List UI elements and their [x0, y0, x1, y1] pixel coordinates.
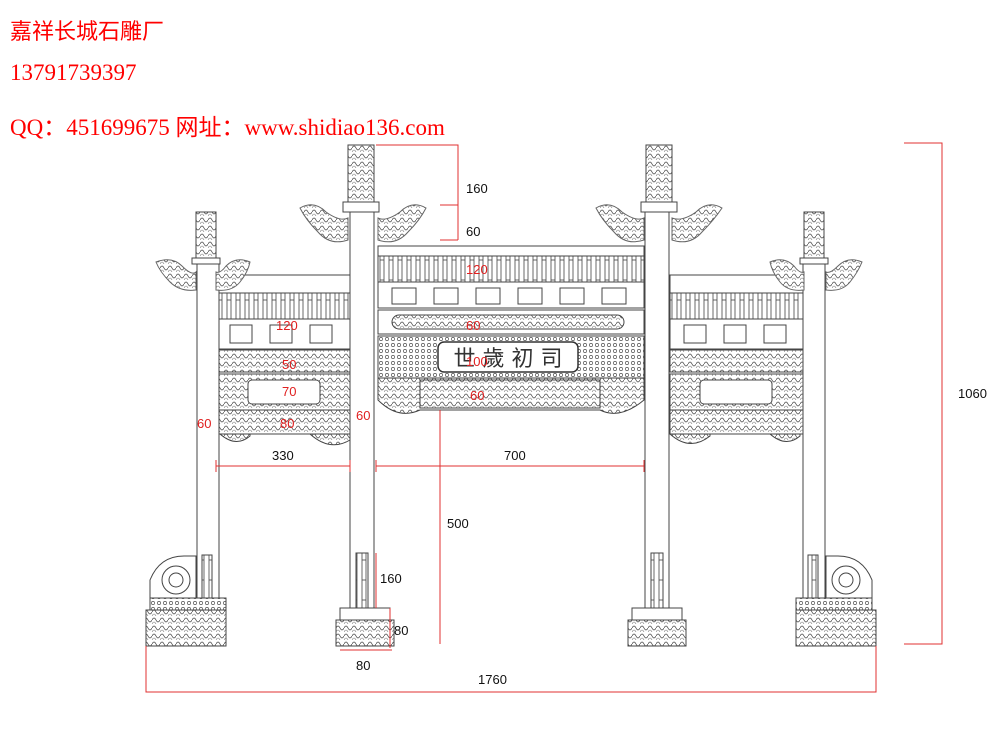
right-wing [668, 274, 806, 444]
cloud-ornaments [155, 204, 863, 291]
dim-side-band-2: 70 [282, 384, 296, 399]
dimension-lines [145, 142, 943, 693]
dim-clear-height: 500 [447, 516, 469, 531]
dimension-labels: 160 60 120 120 60 100 60 50 70 80 60 60 … [197, 181, 987, 687]
plaque-inscription: 世 歲 初 司 [454, 347, 563, 372]
dim-side-band-1: 50 [282, 357, 296, 372]
dim-roof-center: 120 [466, 262, 488, 277]
dim-side-band-3: 80 [280, 416, 294, 431]
dim-plaque-bottom: 60 [470, 388, 484, 403]
dim-base-width: 80 [356, 658, 370, 673]
bases [145, 555, 877, 647]
company-name: 嘉祥长城石雕厂 [10, 20, 165, 45]
dim-left-post-width: 60 [197, 416, 211, 431]
dim-total-width: 1760 [478, 672, 507, 687]
dim-clamp-height: 160 [380, 571, 402, 586]
dim-center-span: 700 [504, 448, 526, 463]
dim-side-span: 330 [272, 448, 294, 463]
dim-total-height: 1060 [958, 386, 987, 401]
dim-top-post-height: 160 [466, 181, 488, 196]
dim-top-beam: 60 [466, 224, 480, 239]
posts [191, 144, 829, 614]
phone-number: 13791739397 [10, 60, 137, 85]
contact-info: QQ：451699675 网址：www.shidiao136.com [10, 115, 445, 140]
dim-base-height: 80 [394, 623, 408, 638]
dim-plaque-top: 60 [466, 318, 480, 333]
center-section [377, 245, 645, 414]
dim-mid-post-width: 60 [356, 408, 370, 423]
dim-roof-side: 120 [276, 318, 298, 333]
dim-plaque-center: 100 [466, 354, 488, 369]
left-wing [199, 274, 351, 446]
